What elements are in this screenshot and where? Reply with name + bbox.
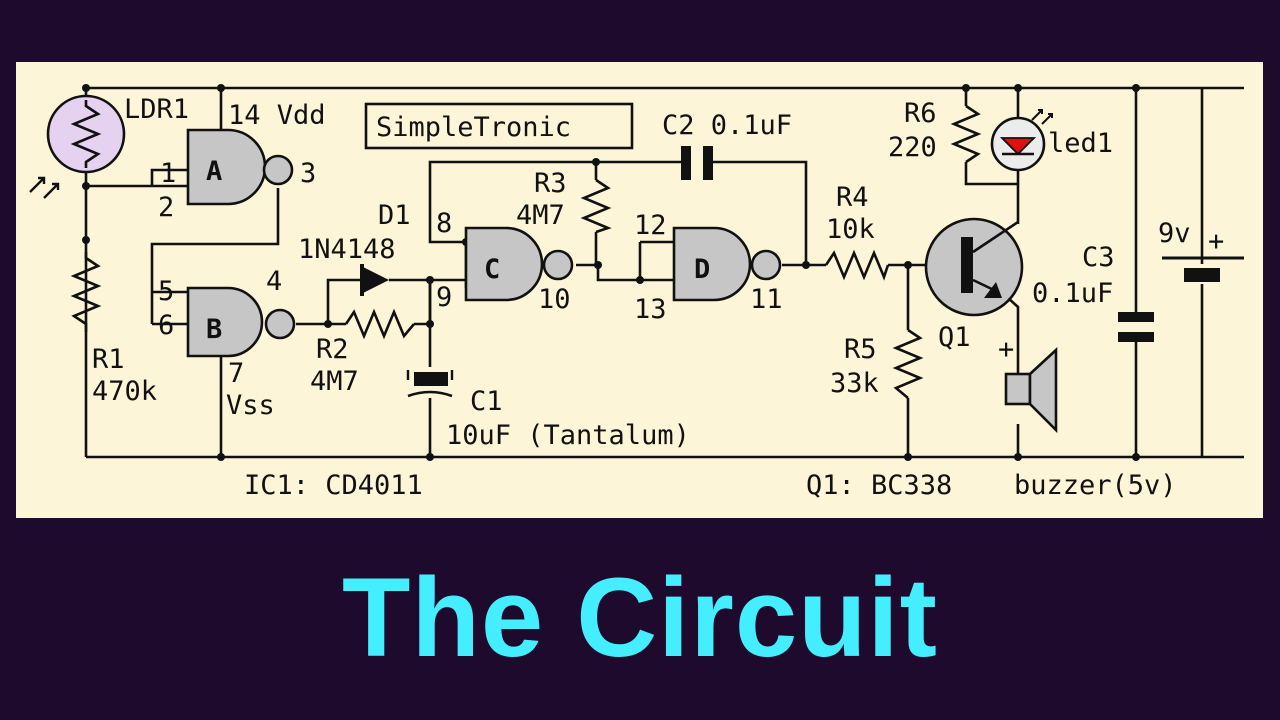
c1-value: 10uF (Tantalum) xyxy=(446,420,690,451)
r1-name: R1 xyxy=(92,344,125,375)
d1-name: D1 xyxy=(378,200,411,231)
q1-name: Q1 xyxy=(938,322,971,353)
r4-name: R4 xyxy=(836,182,869,213)
c3-value: 0.1uF xyxy=(1032,278,1113,309)
circuit-schematic-panel: SimpleTronic LDR1 14 Vdd A B C D 1 2 3 4… xyxy=(16,62,1263,518)
r2-resistor xyxy=(344,308,415,340)
battery-plus: + xyxy=(1208,226,1224,257)
brand-box-label: SimpleTronic xyxy=(376,112,571,143)
pin-8: 8 xyxy=(436,208,452,239)
r1-value: 470k xyxy=(92,376,157,407)
gate-b xyxy=(186,286,296,358)
q1-part-label: Q1: BC338 xyxy=(806,470,952,501)
d1-diode xyxy=(360,264,389,296)
r5-name: R5 xyxy=(844,334,877,365)
c3-name: C3 xyxy=(1082,242,1115,273)
buzzer-symbol xyxy=(1004,347,1058,434)
pin-13: 13 xyxy=(634,294,667,325)
c2-label: C2 0.1uF xyxy=(662,110,792,141)
junction-dots xyxy=(82,84,1140,461)
r2-name: R2 xyxy=(316,334,349,365)
pin-6: 6 xyxy=(158,310,174,341)
r2-value: 4M7 xyxy=(310,366,359,397)
pin-3: 3 xyxy=(300,158,316,189)
r4-resistor xyxy=(824,249,890,281)
gate-a-label: A xyxy=(206,156,222,187)
led1-symbol xyxy=(990,109,1053,172)
gate-d xyxy=(672,226,782,302)
r3-name: R3 xyxy=(534,168,567,199)
r5-resistor xyxy=(892,328,924,399)
pin-9: 9 xyxy=(436,282,452,313)
brand-box-frame xyxy=(364,102,634,150)
pin-7: 7 xyxy=(228,358,244,389)
pin-12: 12 xyxy=(634,210,667,241)
ldr-label: LDR1 xyxy=(124,94,189,125)
gate-c xyxy=(464,226,574,302)
pin-5: 5 xyxy=(158,276,174,307)
labels: SimpleTronic LDR1 14 Vdd A B C D 1 2 3 4… xyxy=(92,94,1224,501)
pin-2: 2 xyxy=(158,192,174,223)
gate-d-label: D xyxy=(694,254,710,285)
r5-value: 33k xyxy=(830,368,879,399)
c2-capacitor xyxy=(681,146,713,180)
r1-resistor xyxy=(70,252,102,332)
r6-resistor xyxy=(950,104,982,164)
ldr-symbol xyxy=(29,94,126,199)
buzzer-label: buzzer(5v) xyxy=(1014,470,1177,501)
light-emission-icon xyxy=(1031,109,1053,125)
gate-a xyxy=(186,128,294,206)
q1-transistor xyxy=(924,217,1024,317)
r6-name: R6 xyxy=(904,98,937,129)
led-label: led1 xyxy=(1048,128,1113,159)
pin-1: 1 xyxy=(160,158,176,189)
buzzer-plus: + xyxy=(998,334,1014,365)
c1-capacitor xyxy=(406,370,454,398)
c1-name: C1 xyxy=(470,386,503,417)
ic1-label: IC1: CD4011 xyxy=(244,470,423,501)
circuit-schematic: SimpleTronic LDR1 14 Vdd A B C D 1 2 3 4… xyxy=(29,84,1244,501)
r3-resistor xyxy=(580,178,612,234)
pin-4: 4 xyxy=(266,266,282,297)
battery-label: 9v xyxy=(1158,218,1191,249)
pin-11: 11 xyxy=(750,284,783,315)
vss-label: Vss xyxy=(226,390,275,421)
pin-10: 10 xyxy=(538,284,571,315)
vdd-label: 14 Vdd xyxy=(228,100,326,131)
gate-c-label: C xyxy=(484,254,500,285)
page-title: The Circuit xyxy=(342,555,938,680)
r6-value: 220 xyxy=(888,132,937,163)
c3-capacitor xyxy=(1118,312,1154,342)
d1-value: 1N4148 xyxy=(298,234,396,265)
r3-value: 4M7 xyxy=(516,200,565,231)
gate-b-label: B xyxy=(206,314,222,345)
battery-symbol xyxy=(1162,256,1244,282)
light-arrows-icon xyxy=(29,176,60,199)
r4-value: 10k xyxy=(826,214,875,245)
